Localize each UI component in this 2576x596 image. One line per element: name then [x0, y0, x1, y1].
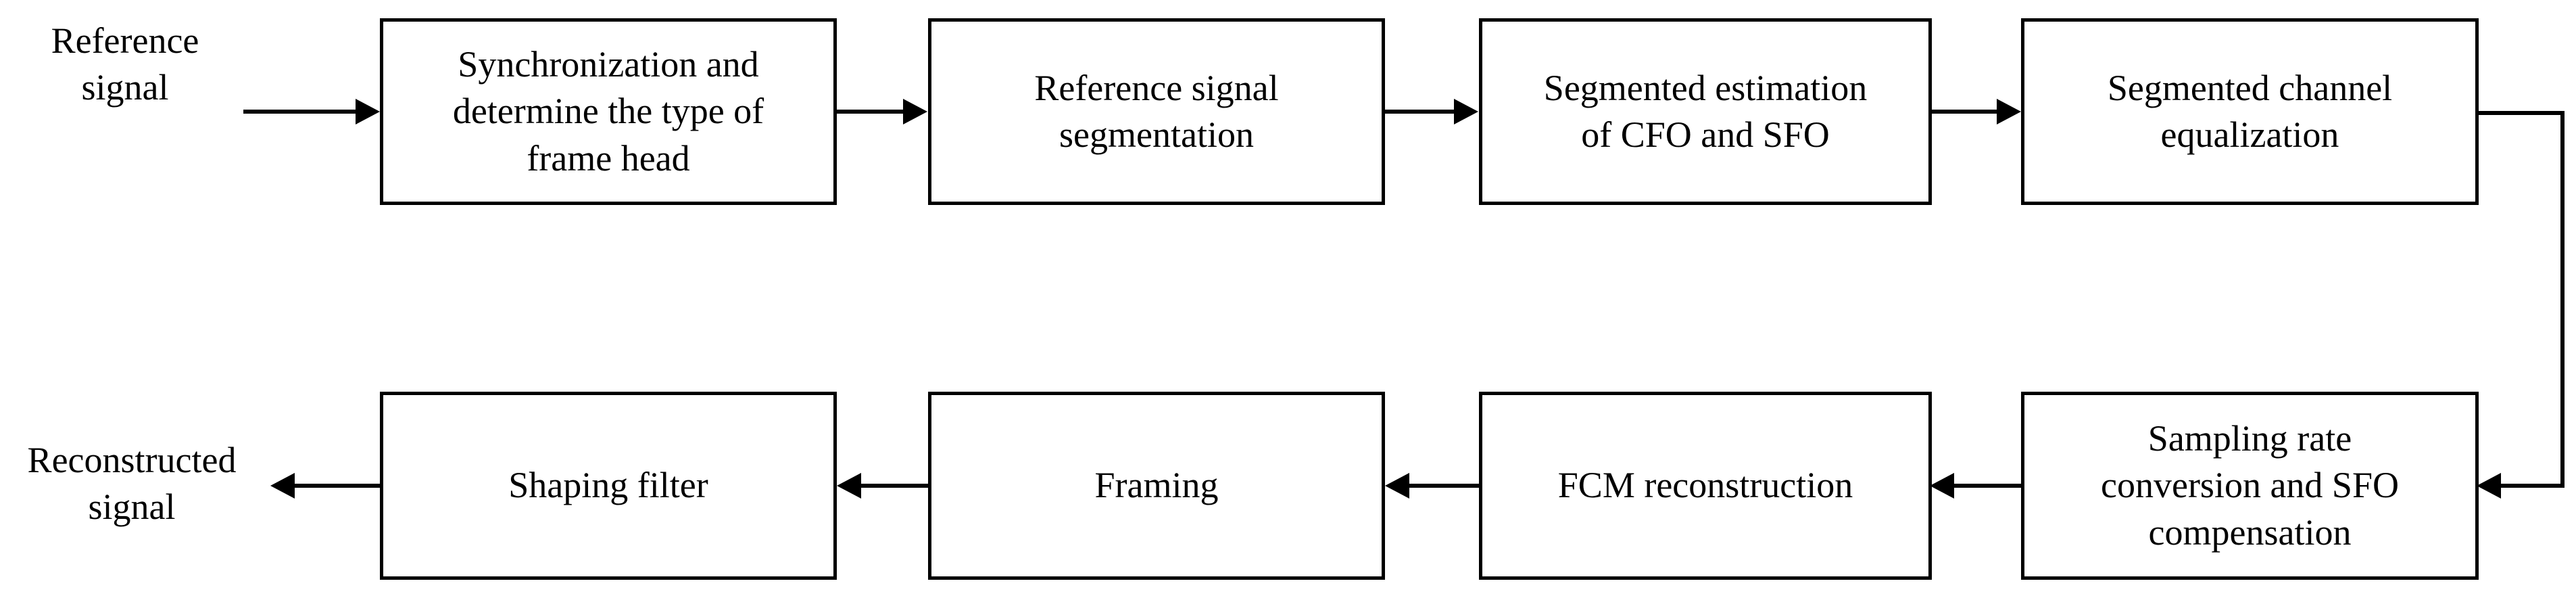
edge-shaping-to-output-line — [295, 484, 380, 488]
edge-equalization-wrap-top-segment — [2479, 111, 2565, 115]
input-label-reference-signal: Reference signal — [51, 20, 199, 108]
edge-cfo-to-equalization-line — [1932, 110, 1998, 114]
edge-shaping-to-output-arrowhead — [270, 473, 295, 499]
edge-input-to-sync-arrowhead — [356, 99, 380, 124]
edge-sync-to-segmentation-line — [837, 110, 904, 114]
edge-framing-to-shaping-line — [861, 484, 928, 488]
node-segmented-channel-equalization[interactable]: Segmented channel equalization — [2021, 18, 2479, 205]
edge-fcm-to-framing-arrowhead — [1385, 473, 1409, 499]
node-sampling-rate-conversion[interactable]: Sampling rate conversion and SFO compens… — [2021, 392, 2479, 580]
node-reference-signal-segmentation[interactable]: Reference signal segmentation — [928, 18, 1385, 205]
edge-cfo-to-equalization-arrowhead — [1997, 99, 2021, 124]
node-fcm-reconstruction[interactable]: FCM reconstruction — [1479, 392, 1932, 580]
edge-sampling-to-fcm-line — [1954, 484, 2021, 488]
edge-equalization-wrap-bottom-segment — [2501, 484, 2565, 488]
edge-fcm-to-framing-line — [1409, 484, 1479, 488]
edge-input-to-sync-line — [243, 110, 358, 114]
edge-sampling-to-fcm-arrowhead — [1930, 473, 1954, 499]
edge-equalization-wrap-vertical-segment — [2560, 111, 2565, 486]
edge-equalization-wrap-arrowhead — [2477, 473, 2501, 499]
node-synchronization[interactable]: Synchronization and determine the type o… — [380, 18, 837, 205]
node-shaping-filter[interactable]: Shaping filter — [380, 392, 837, 580]
node-framing[interactable]: Framing — [928, 392, 1385, 580]
edge-segmentation-to-cfo-arrowhead — [1454, 99, 1478, 124]
node-segmented-estimation-cfo-sfo[interactable]: Segmented estimation of CFO and SFO — [1479, 18, 1932, 205]
edge-sync-to-segmentation-arrowhead — [903, 99, 927, 124]
edge-framing-to-shaping-arrowhead — [837, 473, 861, 499]
output-label-reconstructed-signal: Reconstructed signal — [27, 439, 237, 527]
edge-segmentation-to-cfo-line — [1385, 110, 1455, 114]
